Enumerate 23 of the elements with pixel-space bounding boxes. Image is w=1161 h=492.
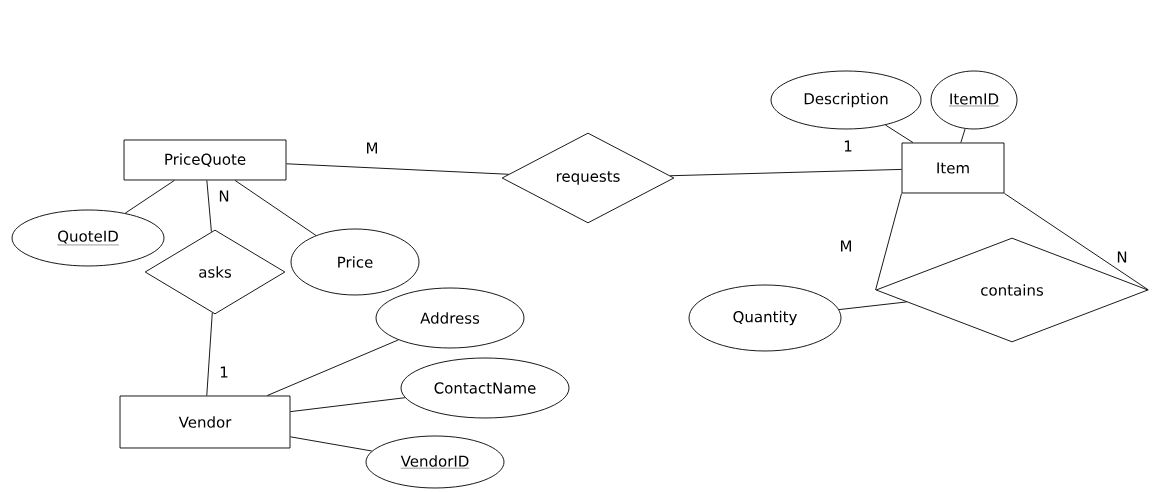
cardinality-label: M (838, 239, 854, 253)
cardinality-label: 1 (842, 139, 854, 153)
cardinality-label: N (217, 189, 231, 203)
entity-box: PriceQuote (123, 139, 287, 181)
entity-box: Vendor (119, 395, 291, 449)
connector-line (885, 124, 914, 143)
connector-line (1004, 193, 1149, 291)
connector-line (266, 339, 399, 396)
cardinality-label: 1 (218, 365, 230, 379)
connector-line (875, 193, 902, 291)
entity-box: Item (901, 142, 1005, 194)
connector-line (234, 180, 317, 236)
connector-line (669, 168, 902, 177)
connector-line (206, 312, 213, 396)
connector-line (290, 436, 373, 452)
connector-line (124, 180, 175, 214)
connector-line (206, 180, 212, 233)
connector-line (286, 163, 510, 175)
connector-line (960, 128, 966, 143)
cardinality-label: N (1115, 250, 1129, 264)
cardinality-label: M (364, 141, 380, 155)
connector-line (290, 397, 406, 413)
connector-line (838, 301, 908, 311)
